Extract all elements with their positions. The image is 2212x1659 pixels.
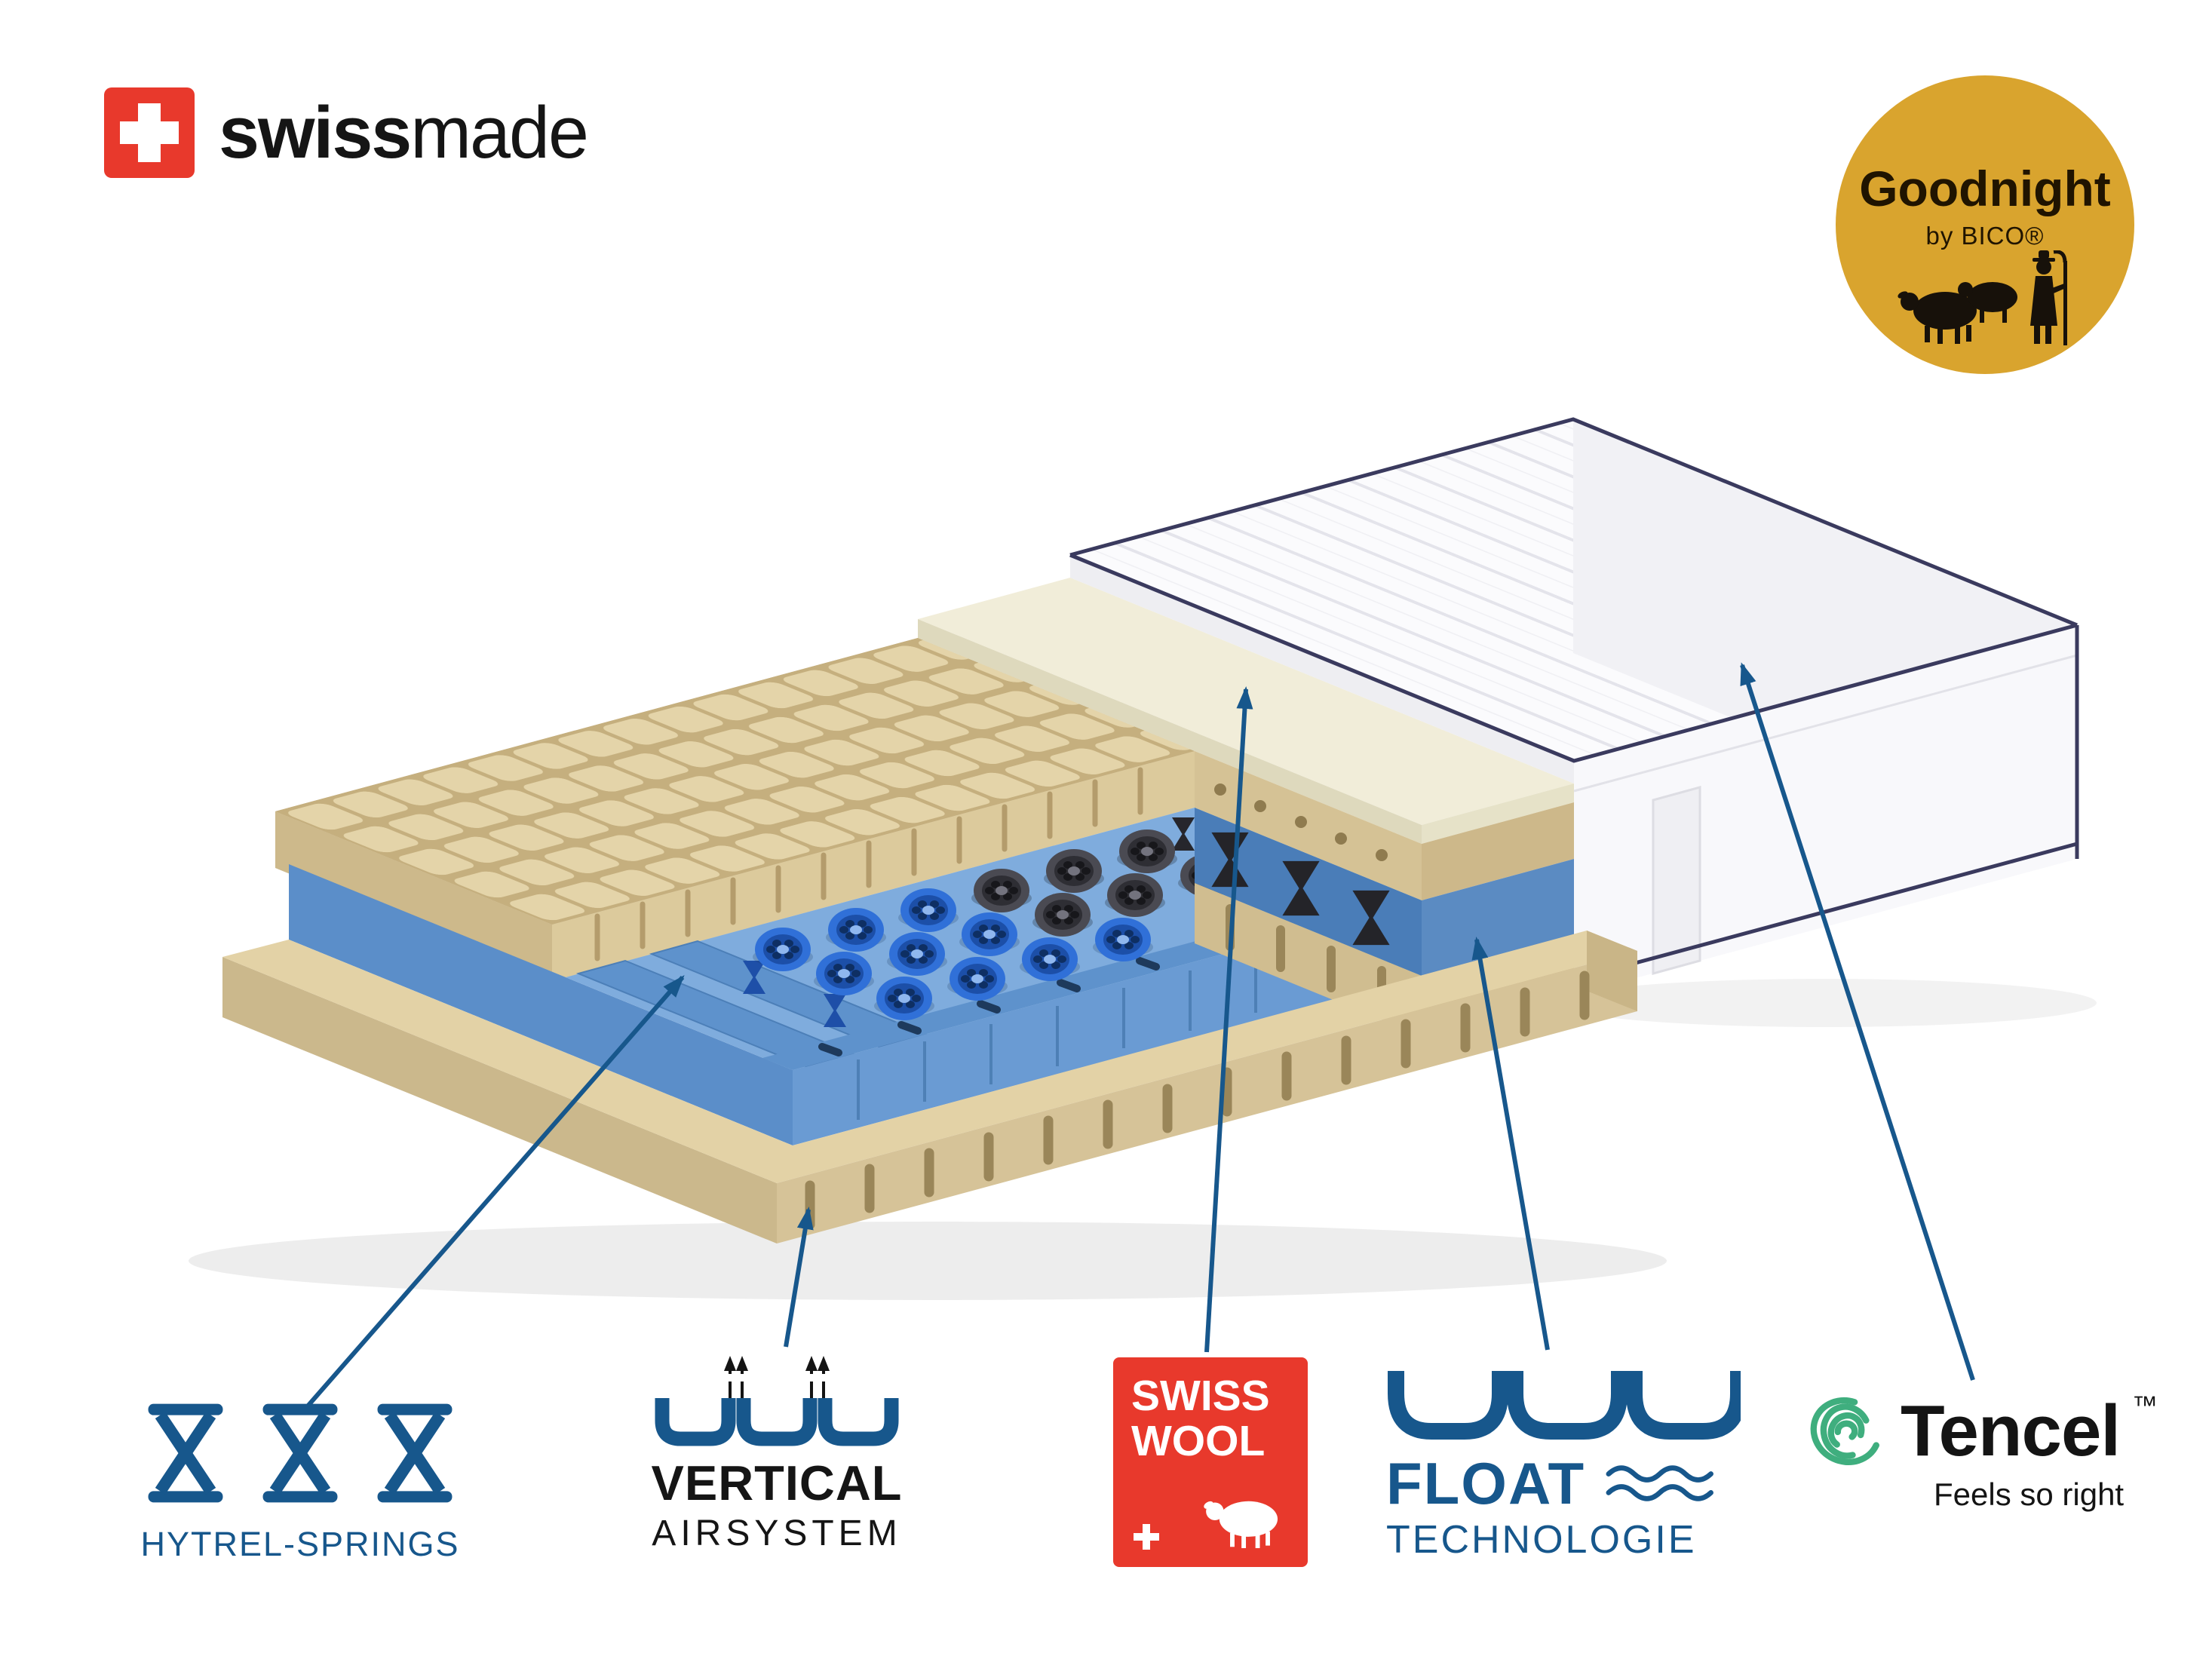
tencel-tagline: Feels so right [1934, 1477, 2125, 1512]
swiss-wool-footer [1131, 1489, 1290, 1552]
wool-sheep-icon [1204, 1501, 1278, 1548]
arrow-float-technologie [1471, 937, 1550, 1351]
swissmade-wordmark: swissmade [219, 90, 589, 175]
goodnight-badge-subtitle: by BICO® [1925, 222, 2045, 250]
swiss-cross-icon [1134, 1524, 1159, 1550]
airsystem-label: AIRSYSTEM [652, 1513, 902, 1553]
callout-float-technologie: FLOAT TECHNOLOGIE [1386, 1350, 1778, 1562]
swissmade-logo: swissmade [104, 87, 589, 178]
float-label: FLOAT [1386, 1450, 1586, 1516]
arrow-vertical-airsystem [784, 1207, 814, 1348]
base-foam-layer [222, 931, 1637, 1243]
callout-tencel: Tencel ™ Feels so right [1804, 1389, 2196, 1513]
tencel-row: Tencel ™ [1804, 1389, 2196, 1473]
float-label-row: FLOAT [1386, 1454, 1778, 1513]
comfort-foam-layer [275, 638, 1195, 981]
swissmade-word-regular: made [410, 91, 589, 173]
arrow-hytrel-springs [303, 974, 685, 1410]
swiss-wool-label-line1: SWISS [1131, 1372, 1270, 1420]
vertical-airsystem-icon [655, 1356, 899, 1446]
callout-vertical-airsystem: VERTICAL AIRSYSTEM [634, 1350, 920, 1554]
swiss-flag-icon [104, 87, 195, 178]
swiss-wool-badge: SWISS WOOL [1113, 1357, 1308, 1567]
ground-shadow [189, 979, 2097, 1300]
tencel-spiral-icon [1810, 1397, 1882, 1466]
hytrel-spring-icon-row [112, 1400, 489, 1507]
arrow-tencel [1740, 662, 1975, 1381]
cover-piping [1069, 417, 2079, 982]
vertical-label: VERTICAL [651, 1455, 903, 1510]
callout-hytrel-springs: HYTREL-SPRINGS [112, 1400, 489, 1564]
tencel-brand-label: Tencel [1901, 1391, 2121, 1471]
hytrel-spring-icon [262, 1403, 338, 1503]
callout-arrows [303, 662, 1975, 1410]
mattress-handle-strap [1652, 786, 1701, 975]
wave-icon [1606, 1465, 1714, 1501]
hytrel-spring-icon [148, 1403, 223, 1503]
swiss-wool-label-line2: WOOL [1131, 1416, 1266, 1465]
tencel-trademark-symbol: ™ [2132, 1391, 2158, 1420]
white-cover-section [1069, 417, 2079, 995]
hytrel-springs-label: HYTREL-SPRINGS [140, 1525, 460, 1563]
technologie-label: TECHNOLOGIE [1386, 1518, 1697, 1562]
hytrel-spring-icon [377, 1403, 453, 1503]
goodnight-badge-title: Goodnight [1859, 161, 2111, 216]
swissmade-word-bold: swiss [219, 91, 412, 173]
goodnight-badge: Goodnight by BICO® [1836, 75, 2134, 374]
shepherd-sheep-icon [1898, 250, 2067, 345]
arrow-swiss-wool [1204, 686, 1253, 1353]
float-technologie-icon [1388, 1371, 1747, 1440]
